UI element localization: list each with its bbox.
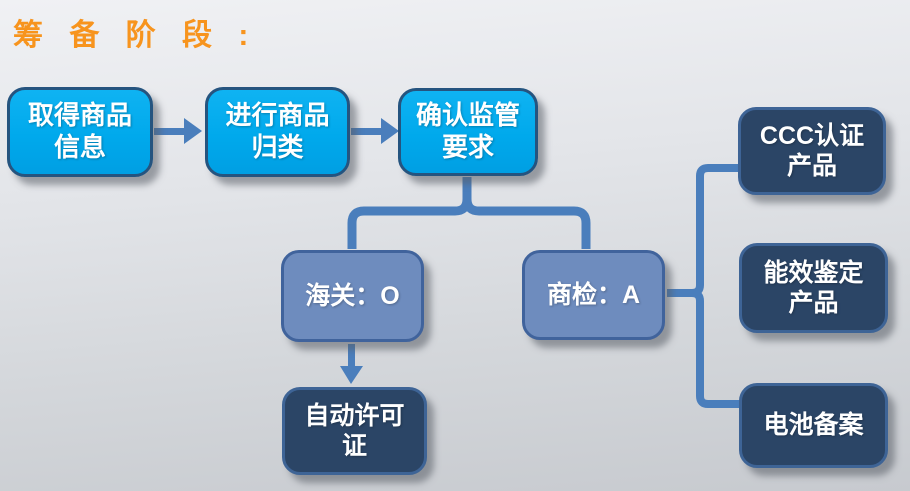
node-classify-product-label: 进行商品 归类 [225,100,330,162]
bracket-split-right [462,177,591,249]
node-auto-license-label: 自动许可 证 [304,401,405,461]
node-battery-filing: 电池备案 [739,383,888,468]
node-get-product-info-label: 取得商品 信息 [27,100,132,162]
slide-title: 筹 备 阶 段 : [13,19,258,52]
node-inspection-a-label: 商检：A [546,280,641,309]
node-classify-product: 进行商品 归类 [205,87,350,177]
node-battery-filing-label: 电池备案 [763,411,864,440]
node-ccc-certified-label: CCC认证 产品 [759,121,865,181]
bracket-split-left [347,177,472,249]
bracket-fanout-top [667,164,739,297]
node-energy-appraisal-label: 能效鉴定 产品 [763,258,864,318]
node-auto-license: 自动许可 证 [282,387,427,475]
arrow-down-customs-license [340,344,363,384]
node-confirm-regulatory: 确认监管 要求 [398,88,538,176]
node-customs-o-label: 海关：O [305,281,400,310]
node-inspection-a: 商检：A [522,250,665,340]
arrow-right-step1-step2 [154,118,202,144]
node-get-product-info: 取得商品 信息 [7,87,153,177]
bracket-fanout-bottom [667,289,740,408]
node-energy-appraisal: 能效鉴定 产品 [739,243,888,333]
arrow-right-step2-step3 [351,118,399,144]
node-customs-o: 海关：O [281,250,424,342]
node-ccc-certified: CCC认证 产品 [738,107,886,195]
node-confirm-regulatory-label: 确认监管 要求 [415,100,520,162]
